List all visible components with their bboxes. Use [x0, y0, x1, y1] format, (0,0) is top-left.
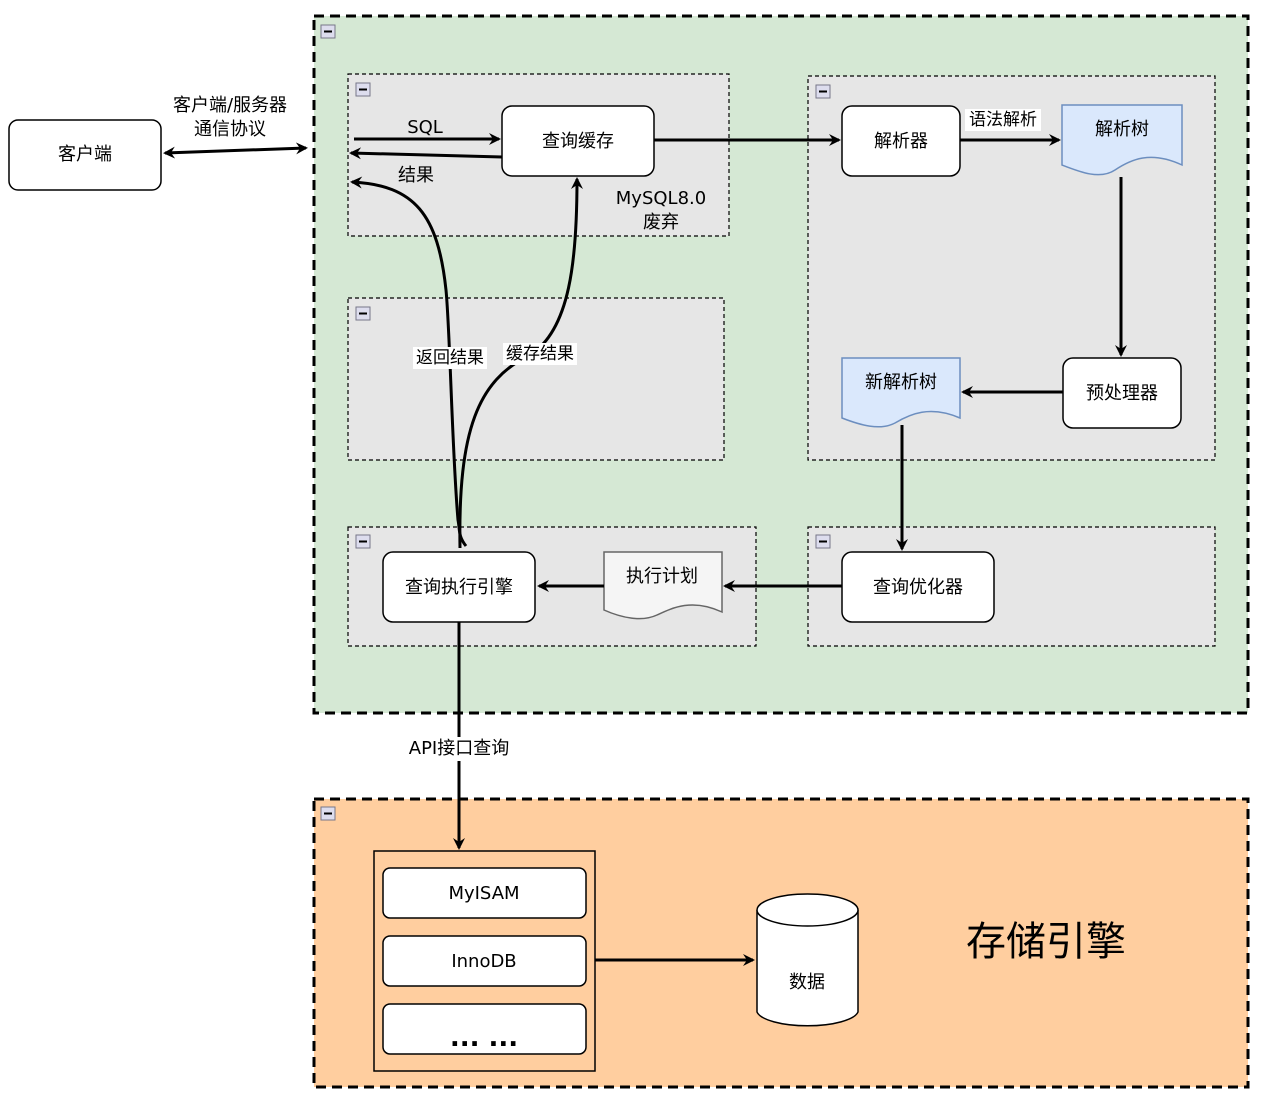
new-parse-tree-doc[interactable]: [841, 357, 961, 428]
client-node[interactable]: [8, 119, 162, 191]
syntax-parse-label-bg: [965, 109, 1041, 131]
storage-engine-title: 存储引擎: [966, 919, 1126, 965]
parser-label: 解析器: [874, 131, 928, 152]
return-result-label-bg: [413, 347, 487, 369]
engine-more[interactable]: [382, 1003, 587, 1055]
deprecated-note-line2: 废弃: [643, 212, 679, 233]
parse-tree-doc[interactable]: [1061, 104, 1183, 176]
cache-result-label-bg: [503, 343, 577, 365]
optimizer-label: 查询优化器: [873, 577, 963, 598]
cache-result-edge: [349, 147, 503, 160]
protocol-edge: [163, 142, 308, 159]
query-cache-label: 查询缓存: [542, 131, 614, 152]
client-label: 客户端: [58, 144, 112, 165]
executor-label: 查询执行引擎: [405, 577, 513, 598]
engine-innodb[interactable]: [382, 935, 587, 987]
result-label: 结果: [398, 165, 434, 186]
return-result-label: 返回结果: [416, 348, 484, 368]
execution-plan-label: 执行计划: [626, 566, 698, 587]
sql-label: SQL: [407, 117, 443, 138]
minus-square-icon[interactable]: [320, 24, 336, 39]
api-query-label-bg: [396, 737, 522, 761]
engine-innodb-label: InnoDB: [451, 951, 516, 972]
syntax-parse-label: 语法解析: [969, 110, 1037, 130]
engine-myisam-label: MyISAM: [448, 883, 519, 904]
minus-square-icon[interactable]: [815, 534, 831, 549]
cache-result-label: 缓存结果: [506, 344, 574, 364]
new-parse-tree-label: 新解析树: [865, 372, 937, 393]
protocol-label-line1: 客户端/服务器: [173, 95, 287, 116]
minus-square-icon[interactable]: [355, 534, 371, 549]
minus-square-icon[interactable]: [355, 306, 371, 321]
empty-group: [347, 297, 725, 461]
preprocessor-label: 预处理器: [1086, 383, 1158, 404]
minus-square-icon[interactable]: [320, 806, 336, 821]
engine-more-label: ... ...: [450, 1023, 518, 1053]
database-cylinder-icon[interactable]: [756, 893, 859, 1027]
minus-square-icon[interactable]: [355, 82, 371, 97]
deprecated-note-line1: MySQL8.0: [616, 188, 706, 209]
execution-plan-doc[interactable]: [603, 551, 723, 620]
api-query-label: API接口查询: [409, 738, 509, 759]
engine-myisam[interactable]: [382, 867, 587, 919]
data-label: 数据: [789, 972, 825, 993]
minus-square-icon[interactable]: [815, 84, 831, 99]
parse-tree-label: 解析树: [1095, 119, 1149, 140]
protocol-label-line2: 通信协议: [194, 119, 266, 140]
